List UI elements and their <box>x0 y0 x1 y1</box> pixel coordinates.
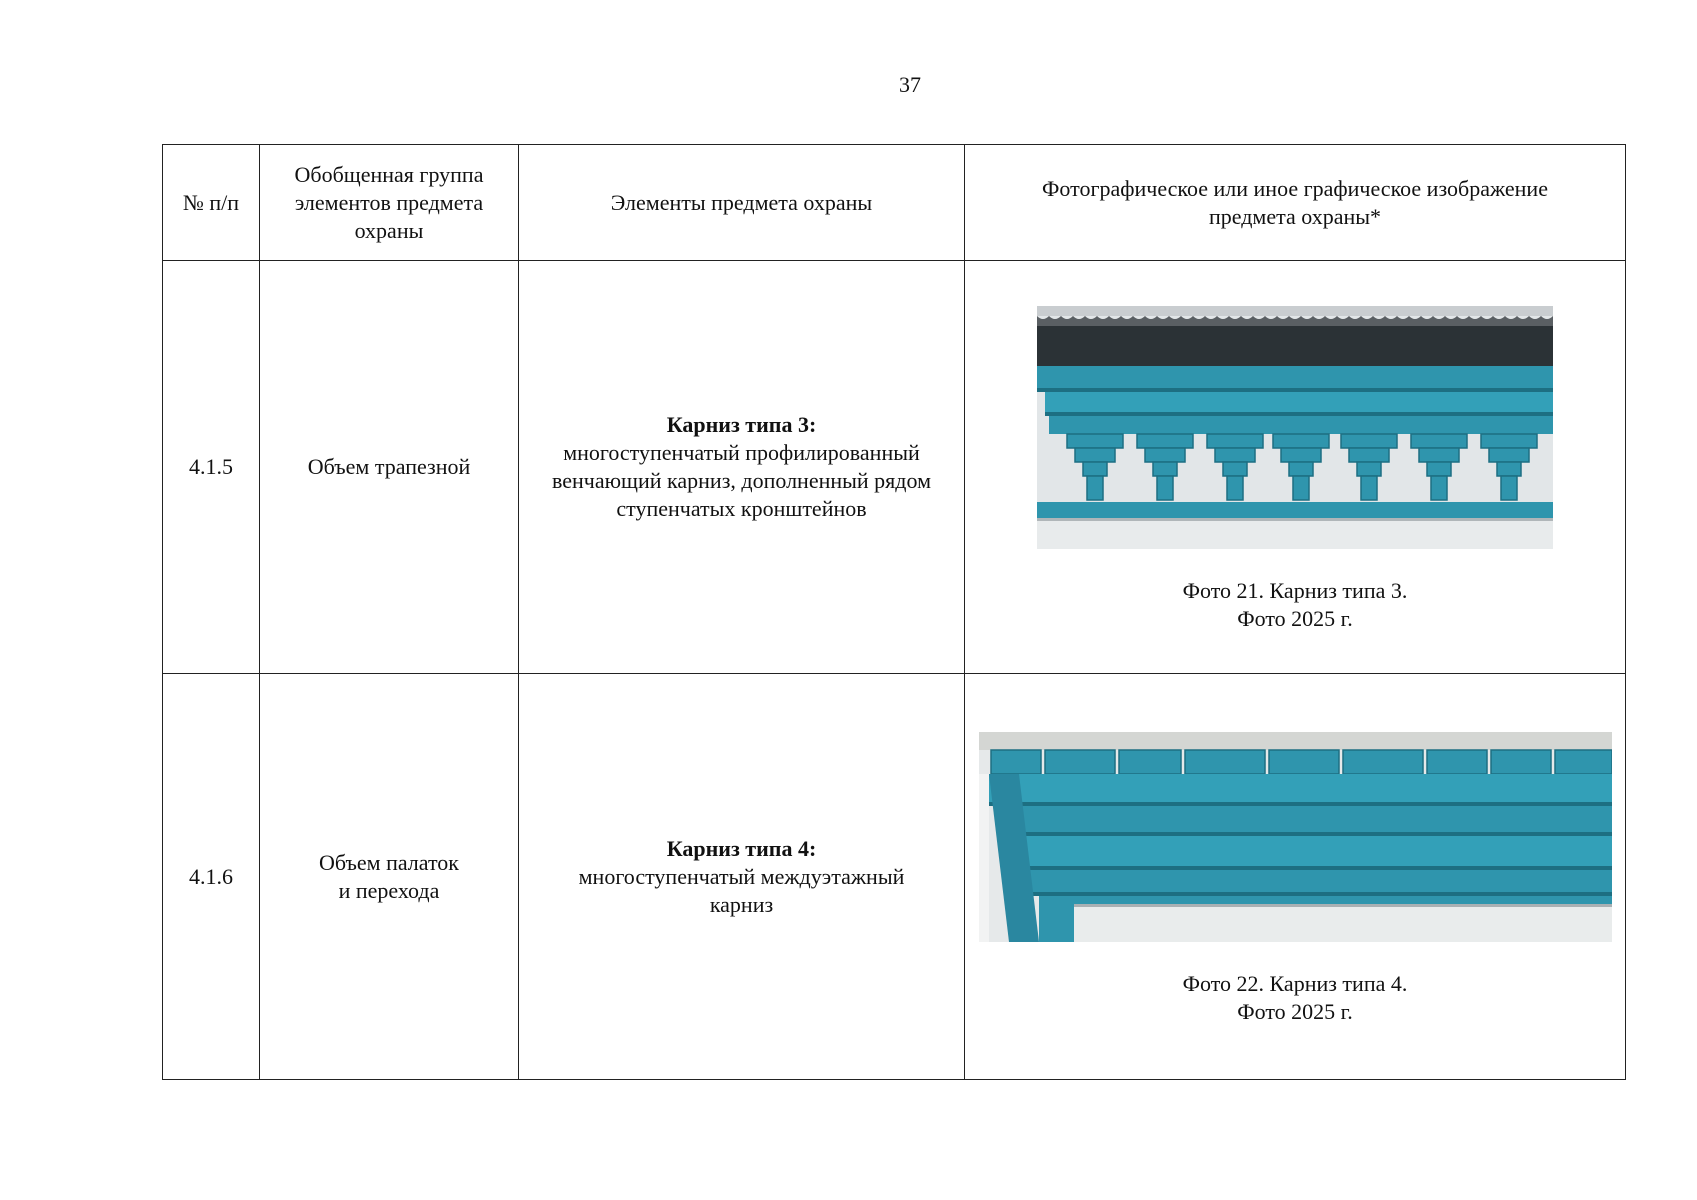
photo-caption-year: Фото 2025 г. <box>1237 605 1353 631</box>
header-elements: Элементы предмета охраны <box>518 144 965 261</box>
row-group: Объем трапезной <box>259 260 519 674</box>
photo-caption-title: Фото 21. Карниз типа 3. <box>1182 577 1408 603</box>
table-row: 4.1.5 Объем трапезной Карниз типа 3: мно… <box>162 260 1626 674</box>
element-title: Карниз типа 4: <box>666 835 817 861</box>
photo-caption-year: Фото 2025 г. <box>1237 998 1353 1024</box>
cornice-photo-21 <box>1037 305 1553 549</box>
element-title: Карниз типа 3: <box>666 412 817 437</box>
element-description: многоступенчатый профилированный венчающ… <box>551 440 932 521</box>
photo-caption-title: Фото 22. Карниз типа 4. <box>1182 970 1408 996</box>
header-num: № п/п <box>162 144 260 261</box>
element-description: многоступенчатый междуэтажный карниз <box>578 863 905 917</box>
row-elements: Карниз типа 3: многоступенчатый профилир… <box>518 260 965 674</box>
table-row: 4.1.6 Объем палаток и перехода Карниз ти… <box>162 673 1626 1080</box>
header-group: Обобщенная группа элементов предмета охр… <box>259 144 519 261</box>
row-elements: Карниз типа 4: многоступенчатый междуэта… <box>518 673 965 1080</box>
table-header-row: № п/п Обобщенная группа элементов предме… <box>162 144 1626 261</box>
cornice-type-4-image <box>978 731 1612 942</box>
row-image: Фото 21. Карниз типа 3. Фото 2025 г. <box>964 260 1626 674</box>
row-num: 4.1.5 <box>162 260 260 674</box>
group-line-1: Объем палаток <box>318 849 459 875</box>
cornice-photo-22 <box>978 731 1612 942</box>
photo-caption: Фото 22. Карниз типа 4. Фото 2025 г. <box>973 970 1617 1026</box>
photo-caption: Фото 21. Карниз типа 3. Фото 2025 г. <box>973 577 1617 633</box>
page-number: 37 <box>899 72 921 97</box>
header-image: Фотографическое или иное графическое изо… <box>964 144 1626 261</box>
row-image: Фото 22. Карниз типа 4. Фото 2025 г. <box>964 673 1626 1080</box>
protection-elements-table: № п/п Обобщенная группа элементов предме… <box>162 144 1626 1080</box>
group-line-2: и перехода <box>338 877 440 903</box>
row-group: Объем палаток и перехода <box>259 673 519 1080</box>
cornice-type-3-image <box>1037 305 1553 549</box>
row-num: 4.1.6 <box>162 673 260 1080</box>
